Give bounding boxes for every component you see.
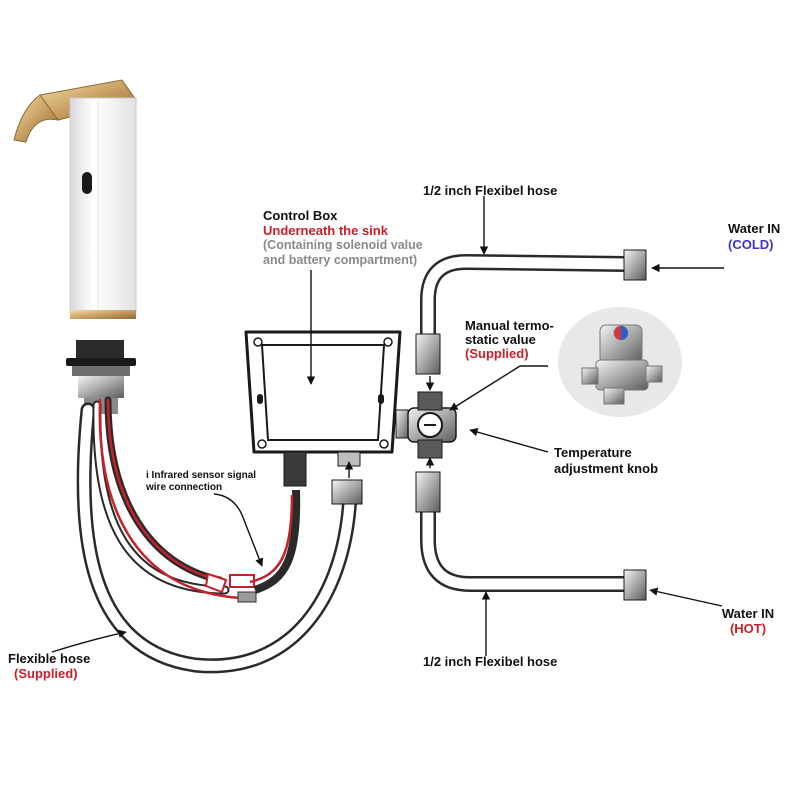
cold-hose-fittings <box>415 249 647 375</box>
flexible-hose-left <box>76 396 358 674</box>
control-box-title: Control Box <box>263 208 338 223</box>
hot-hose-fittings <box>415 471 647 601</box>
valve-supplied-label: (Supplied) <box>465 346 529 361</box>
flexible-hose-left-label: Flexible hose <box>8 651 91 666</box>
flexibel-hose-top-label: 1/2 inch Flexibel hose <box>423 183 558 198</box>
cold-water-hose <box>420 253 627 338</box>
control-box-desc-line1: (Containing solenoid value <box>263 238 423 252</box>
manual-valve-label-line1: Manual termo- <box>465 318 554 333</box>
sensor-connector <box>204 572 257 603</box>
flexibel-hose-bottom-label: 1/2 inch Flexibel hose <box>423 654 558 669</box>
water-in-cold-label: Water IN <box>728 221 781 236</box>
temperature-knob-label-line1: Temperature <box>554 445 632 460</box>
sensor-cable <box>249 489 301 594</box>
control-box-desc-line2: and battery compartment) <box>263 253 418 267</box>
manual-valve-label-line2: static value <box>465 332 536 347</box>
leader-lines <box>51 196 724 656</box>
hot-label: (HOT) <box>729 621 767 636</box>
control-box-location: Underneath the sink <box>263 223 388 238</box>
cold-label: (COLD) <box>728 237 774 252</box>
temperature-knob-label-line2: adjustment knob <box>554 461 659 476</box>
sensor-wire-label-line2: wire connection <box>146 482 223 493</box>
sensor-wire-label-line1: i Infrared sensor signal <box>146 470 257 481</box>
faucet <box>13 79 137 319</box>
water-in-hot-label: Water IN <box>721 606 775 621</box>
infrared-sensor-icon <box>82 172 92 194</box>
control-box <box>244 330 409 505</box>
hose-supplied-label: (Supplied) <box>14 666 78 681</box>
thermostatic-valve <box>407 391 457 459</box>
hot-water-hose <box>420 508 626 592</box>
valve-photo <box>558 307 682 417</box>
